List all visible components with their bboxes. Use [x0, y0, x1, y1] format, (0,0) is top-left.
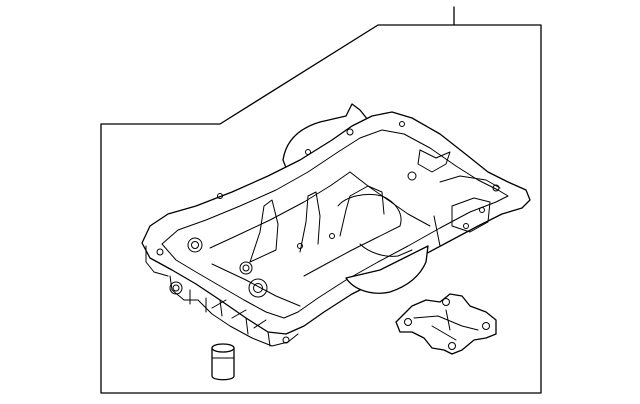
bolt-hole — [346, 128, 354, 136]
bolt-hole — [479, 207, 485, 213]
bolt-hole — [282, 336, 290, 344]
bolt-hole — [407, 171, 417, 181]
bolt-hole — [156, 248, 164, 256]
bolt-hole — [191, 241, 199, 249]
bolt-hole — [297, 243, 303, 249]
bolt-hole — [329, 233, 335, 239]
bolt-hole — [399, 121, 405, 127]
oil-pan — [141, 103, 531, 347]
drain-plug — [211, 343, 235, 381]
bolt-hole — [187, 237, 203, 253]
bolt-hole — [463, 223, 469, 229]
bracket-hole — [442, 298, 450, 306]
bolt-hole — [239, 261, 253, 275]
bracket-hole — [482, 322, 490, 330]
bolt-hole — [253, 283, 263, 293]
gasket-bracket — [395, 293, 497, 355]
bolt-hole — [248, 278, 268, 298]
bolt-hole — [305, 149, 311, 155]
bracket-hole — [404, 318, 412, 326]
bolt-hole — [172, 284, 180, 292]
bolt-hole — [217, 193, 223, 199]
bolt-hole — [492, 184, 500, 192]
bracket-hole — [448, 342, 456, 350]
callout-frame — [100, 6, 542, 394]
bolt-hole — [242, 264, 250, 272]
bolt-hole — [169, 281, 183, 295]
